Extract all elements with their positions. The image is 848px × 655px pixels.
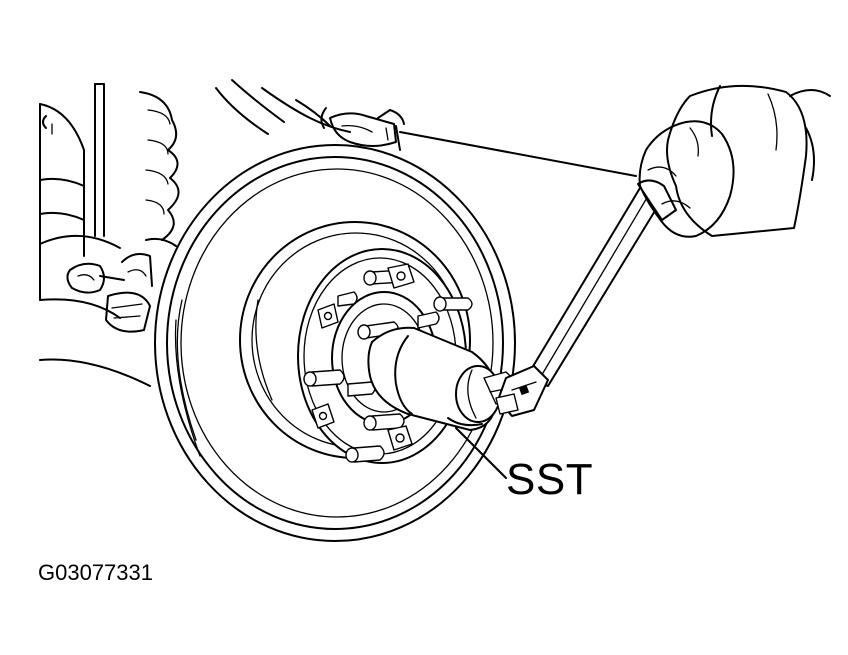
wheel-stud xyxy=(347,381,376,397)
hub-bolt xyxy=(387,425,413,451)
sst-callout-label: SST xyxy=(506,455,594,504)
brake-line-background xyxy=(215,79,637,177)
hub-bolt xyxy=(311,403,335,429)
wheel-stud xyxy=(433,296,473,312)
wheel-stud xyxy=(337,291,358,307)
torque-wrench xyxy=(495,179,677,417)
wheel-stud xyxy=(417,311,440,329)
suspension-frame-background xyxy=(39,83,180,387)
technician-hand xyxy=(638,84,831,238)
wheel-stud xyxy=(303,369,345,387)
hub-bolt xyxy=(317,303,339,329)
hub-bolt xyxy=(387,263,415,289)
sst-leader-line xyxy=(455,427,507,479)
figure-id: G03077331 xyxy=(38,560,153,585)
hub-bolts xyxy=(311,263,415,451)
wheel-stud xyxy=(345,445,385,463)
